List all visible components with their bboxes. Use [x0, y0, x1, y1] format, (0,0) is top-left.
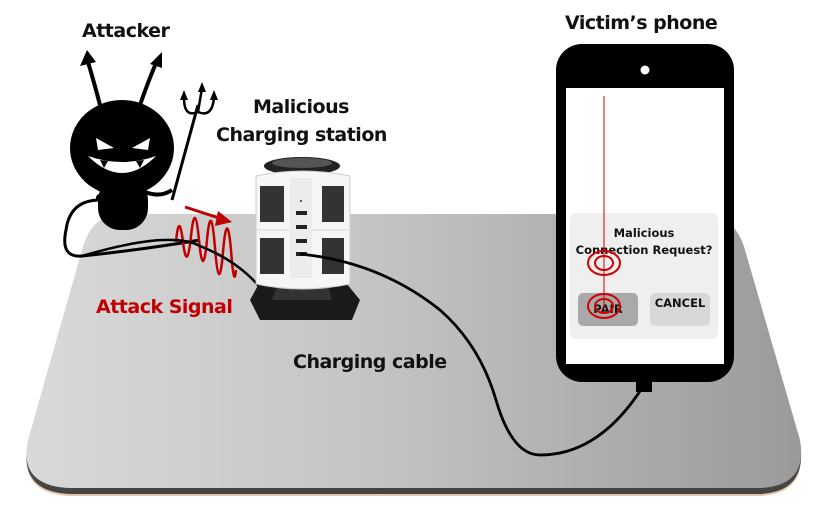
- dialog-title-line2: Connection Request?: [575, 243, 713, 257]
- charging-cable: [299, 252, 646, 457]
- cancel-button[interactable]: CANCEL: [650, 293, 710, 326]
- attacker-label: Attacker: [82, 20, 170, 42]
- victim-phone-label: Victim’s phone: [565, 12, 718, 34]
- station-label-line1: Malicious: [253, 96, 349, 118]
- attack-signal-label: Attack Signal: [96, 296, 233, 318]
- charging-cable-label: Charging cable: [293, 351, 447, 373]
- charging-station-icon: [250, 157, 360, 320]
- attack-direction-arrow-icon: [184, 205, 232, 226]
- attack-signal-wave-icon: [174, 216, 238, 278]
- pair-button[interactable]: PAIR: [578, 293, 638, 326]
- station-label-line2: Charging station: [216, 124, 387, 146]
- dialog-title: Malicious Connection Request?: [570, 225, 718, 259]
- dialog-title-line1: Malicious: [613, 226, 675, 240]
- connection-request-dialog: Malicious Connection Request? PAIR CANCE…: [570, 213, 718, 339]
- attacker-devil-icon: [63, 50, 218, 258]
- attacker-cable: [81, 238, 263, 291]
